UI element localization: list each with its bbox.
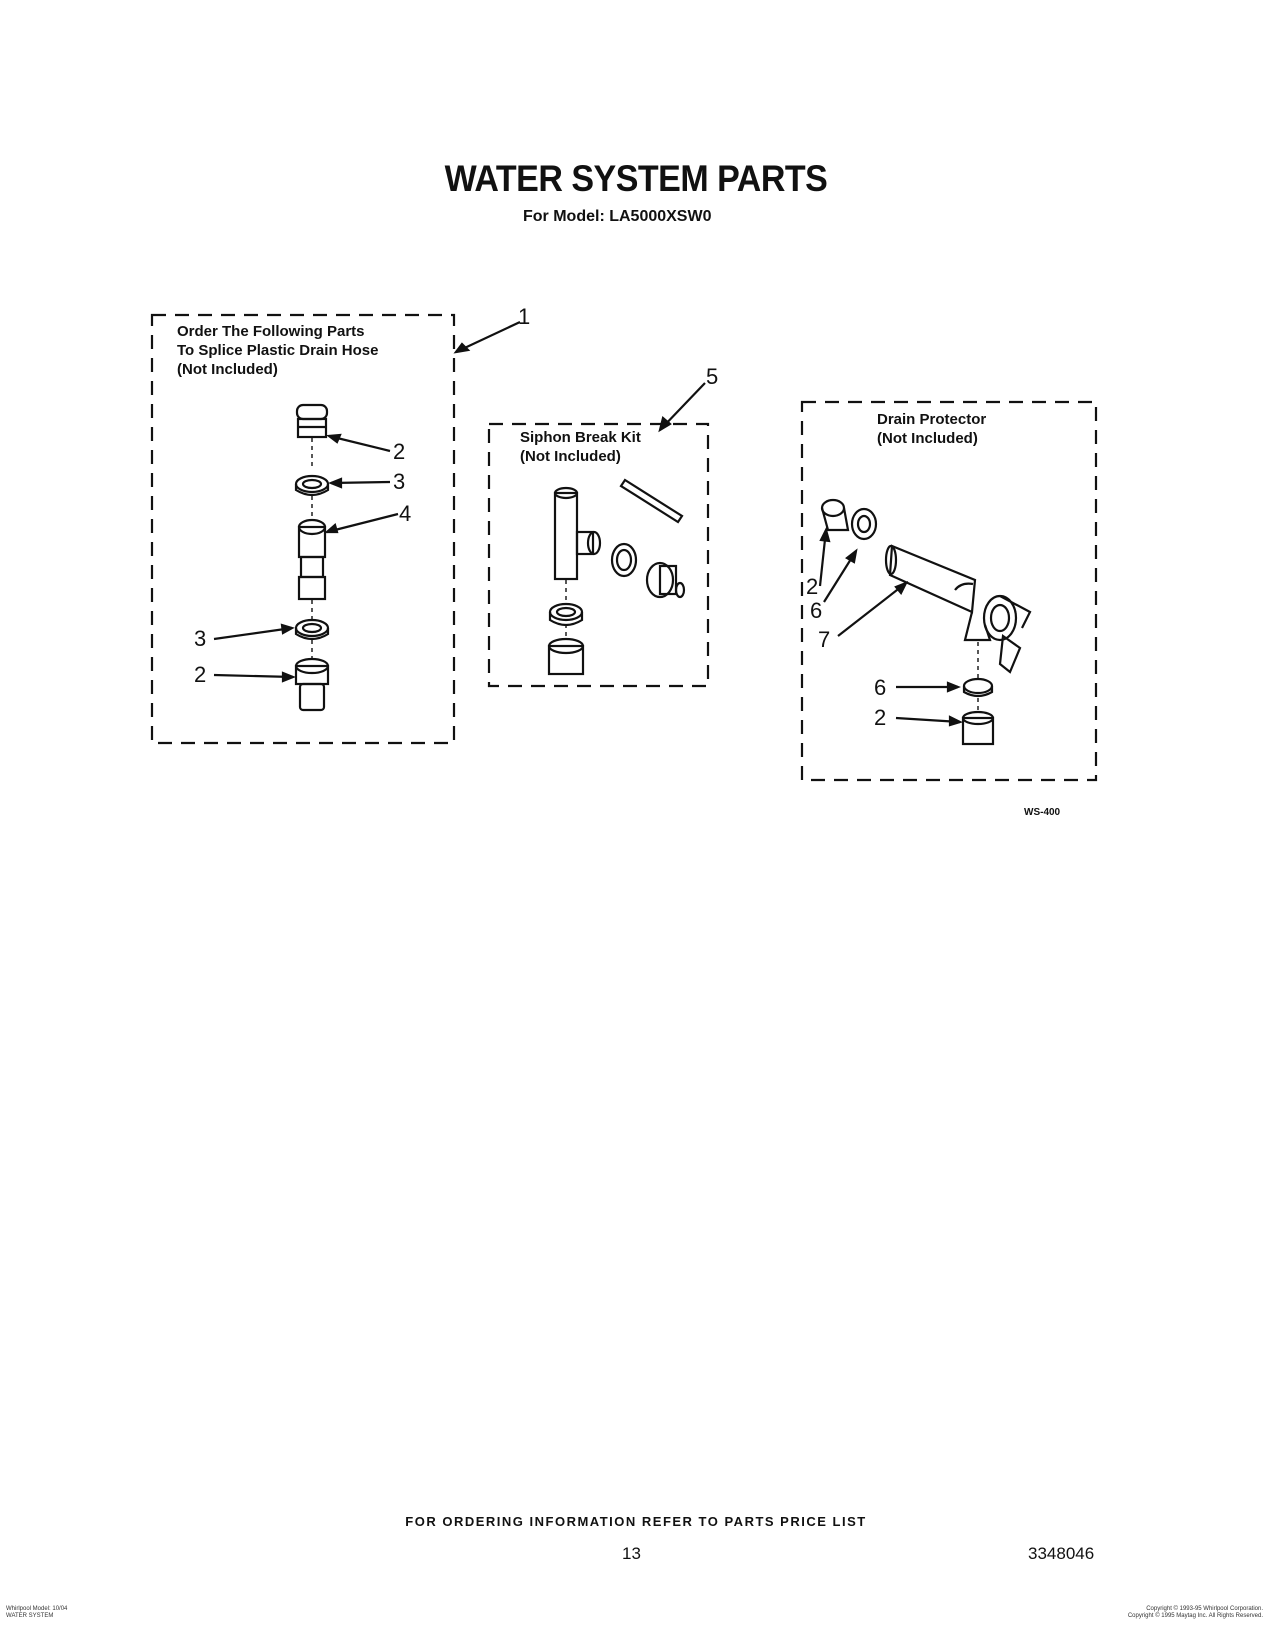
drain-protector-box xyxy=(800,400,1098,782)
footer-left-line-2: WATER SYSTEM xyxy=(6,1613,54,1619)
callout-1: 1 xyxy=(518,304,531,329)
siphon-cap-shape xyxy=(645,561,686,599)
ordering-note: FOR ORDERING INFORMATION REFER TO PARTS … xyxy=(405,1514,867,1529)
model-subtitle: For Model: LA5000XSW0 xyxy=(523,208,712,225)
siphon-ring-shape xyxy=(610,542,638,578)
siphon-clamp-shape xyxy=(548,602,584,627)
splice-parts-box xyxy=(150,313,456,745)
drain-connector-bottom-shape xyxy=(961,710,995,746)
drain-callout-6-top: 6 xyxy=(810,598,823,623)
splice-callout-2-bottom: 2 xyxy=(194,662,207,687)
page-number: 13 xyxy=(622,1544,641,1563)
splice-callout-2-top: 2 xyxy=(393,439,406,464)
connector-top-shape xyxy=(295,403,329,439)
drain-connector-top-shape xyxy=(820,498,850,532)
drain-callout-2-bottom: 2 xyxy=(874,705,887,730)
drain-clamp-top-shape xyxy=(850,507,878,541)
footer-right-line-1: Copyright © 1993-95 Whirlpool Corporatio… xyxy=(1146,1606,1263,1612)
drain-callout-6-bottom: 6 xyxy=(874,675,887,700)
callout-5: 5 xyxy=(706,364,719,389)
siphon-rod-shape xyxy=(619,478,684,524)
document-number: 3348046 xyxy=(1028,1544,1095,1563)
siphon-box-label-2: (Not Included) xyxy=(520,448,621,465)
drain-clamp-bottom-shape xyxy=(962,677,994,698)
clamp-top-shape xyxy=(294,474,330,497)
figure-reference: WS-400 xyxy=(1024,807,1061,818)
drain-callout-7: 7 xyxy=(818,627,831,652)
coupling-shape xyxy=(297,518,327,601)
splice-box-label-1: Order The Following Parts xyxy=(177,323,365,340)
drain-box-label-2: (Not Included) xyxy=(877,430,978,447)
clamp-bottom-shape xyxy=(294,618,330,641)
splice-callout-4: 4 xyxy=(399,501,412,526)
drain-callout-2-top: 2 xyxy=(806,574,819,599)
siphon-box-label-1: Siphon Break Kit xyxy=(520,429,641,446)
page-title: WATER SYSTEM PARTS xyxy=(444,158,828,200)
splice-box-label-3: (Not Included) xyxy=(177,361,278,378)
drain-protector-body-shape xyxy=(884,544,1032,674)
footer-right-line-2: Copyright © 1995 Maytag Inc. All Rights … xyxy=(1127,1613,1263,1619)
footer-left-line-1: Whirlpool Model: 10/04 xyxy=(6,1606,68,1612)
siphon-connector-shape xyxy=(547,637,585,676)
siphon-break-kit-box xyxy=(487,422,710,688)
connector-bottom-shape xyxy=(294,657,330,712)
splice-box-label-2: To Splice Plastic Drain Hose xyxy=(177,342,379,359)
siphon-tee-shape xyxy=(553,486,602,581)
splice-callout-3-top: 3 xyxy=(393,469,406,494)
splice-callout-3-bottom: 3 xyxy=(194,626,207,651)
drain-box-label-1: Drain Protector xyxy=(877,411,987,428)
callout-1-leader xyxy=(455,321,521,353)
